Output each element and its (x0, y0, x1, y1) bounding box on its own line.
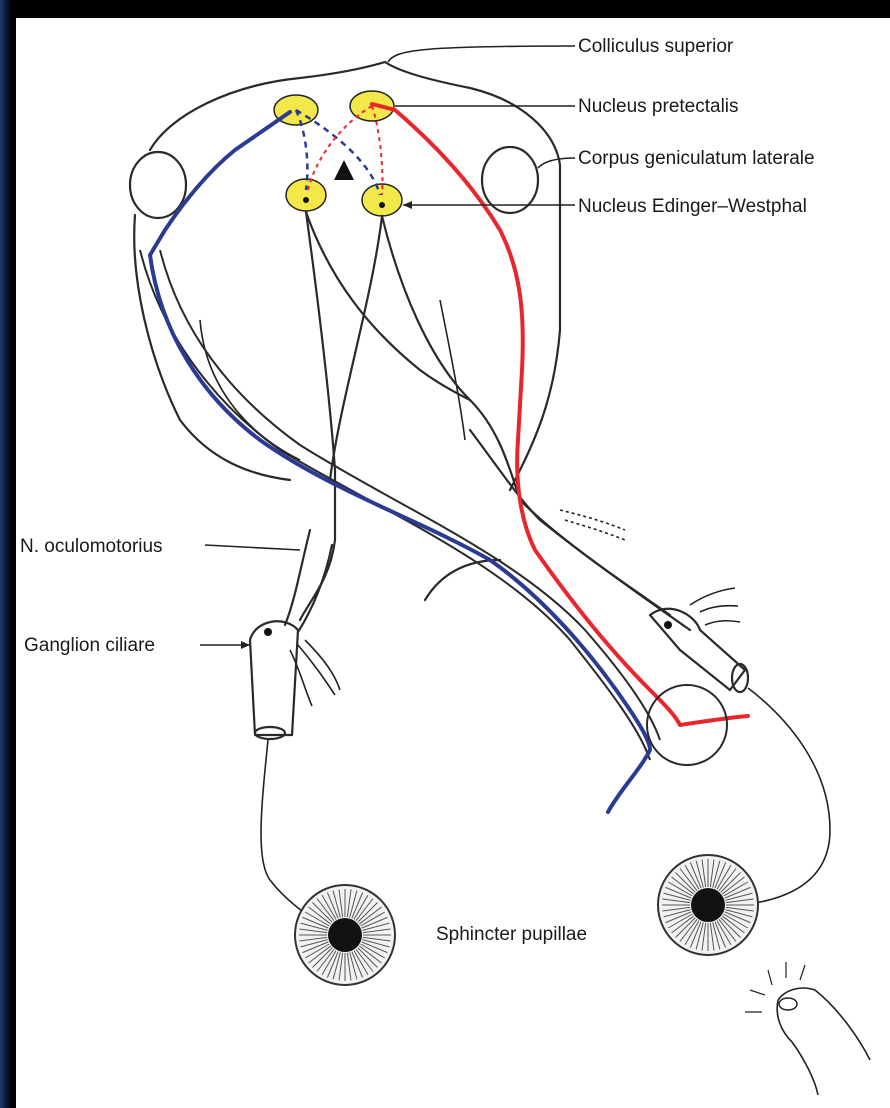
label-ganglion-ciliare: Ganglion ciliare (24, 635, 155, 656)
corpus-geniculatum-left (130, 152, 186, 218)
leader-geniculatum (538, 158, 575, 168)
black-triangle-icon (334, 160, 354, 180)
label-nucleus-edinger: Nucleus Edinger–Westphal (578, 196, 807, 217)
afferent-pathway-blue (150, 112, 650, 812)
optic-chiasm-arc (425, 560, 500, 600)
short-ciliary-nerve-right (740, 688, 830, 905)
label-colliculus-superior: Colliculus superior (578, 36, 734, 57)
efferent-right-1 (382, 216, 470, 400)
label-sphincter-pupillae: Sphincter pupillae (436, 924, 587, 945)
label-n-oculomotorius: N. oculomotorius (20, 536, 163, 557)
label-corpus-geniculatum: Corpus geniculatum laterale (578, 148, 815, 169)
leader-oculomotorius (205, 545, 300, 550)
midbrain-outline (150, 62, 560, 490)
sphincter-pupillae-right (658, 855, 758, 955)
midbrain-inner-arc-right (440, 300, 465, 440)
ganglion-ciliare-left (250, 621, 298, 735)
penlight-icon (745, 962, 870, 1095)
right-oculomotor-2 (470, 430, 690, 630)
label-nucleus-pretectalis: Nucleus pretectalis (578, 96, 739, 117)
corpus-geniculatum-right (482, 147, 538, 213)
right-oculomotor (470, 400, 670, 615)
nucleus-edinger-westphal-left (286, 179, 326, 211)
sphincter-pupillae-left (295, 885, 395, 985)
optic-tract-left-outer (140, 250, 650, 760)
leader-colliculus (388, 46, 575, 62)
optic-tract-left-inner (160, 250, 660, 740)
efferent-left-2 (330, 216, 382, 480)
